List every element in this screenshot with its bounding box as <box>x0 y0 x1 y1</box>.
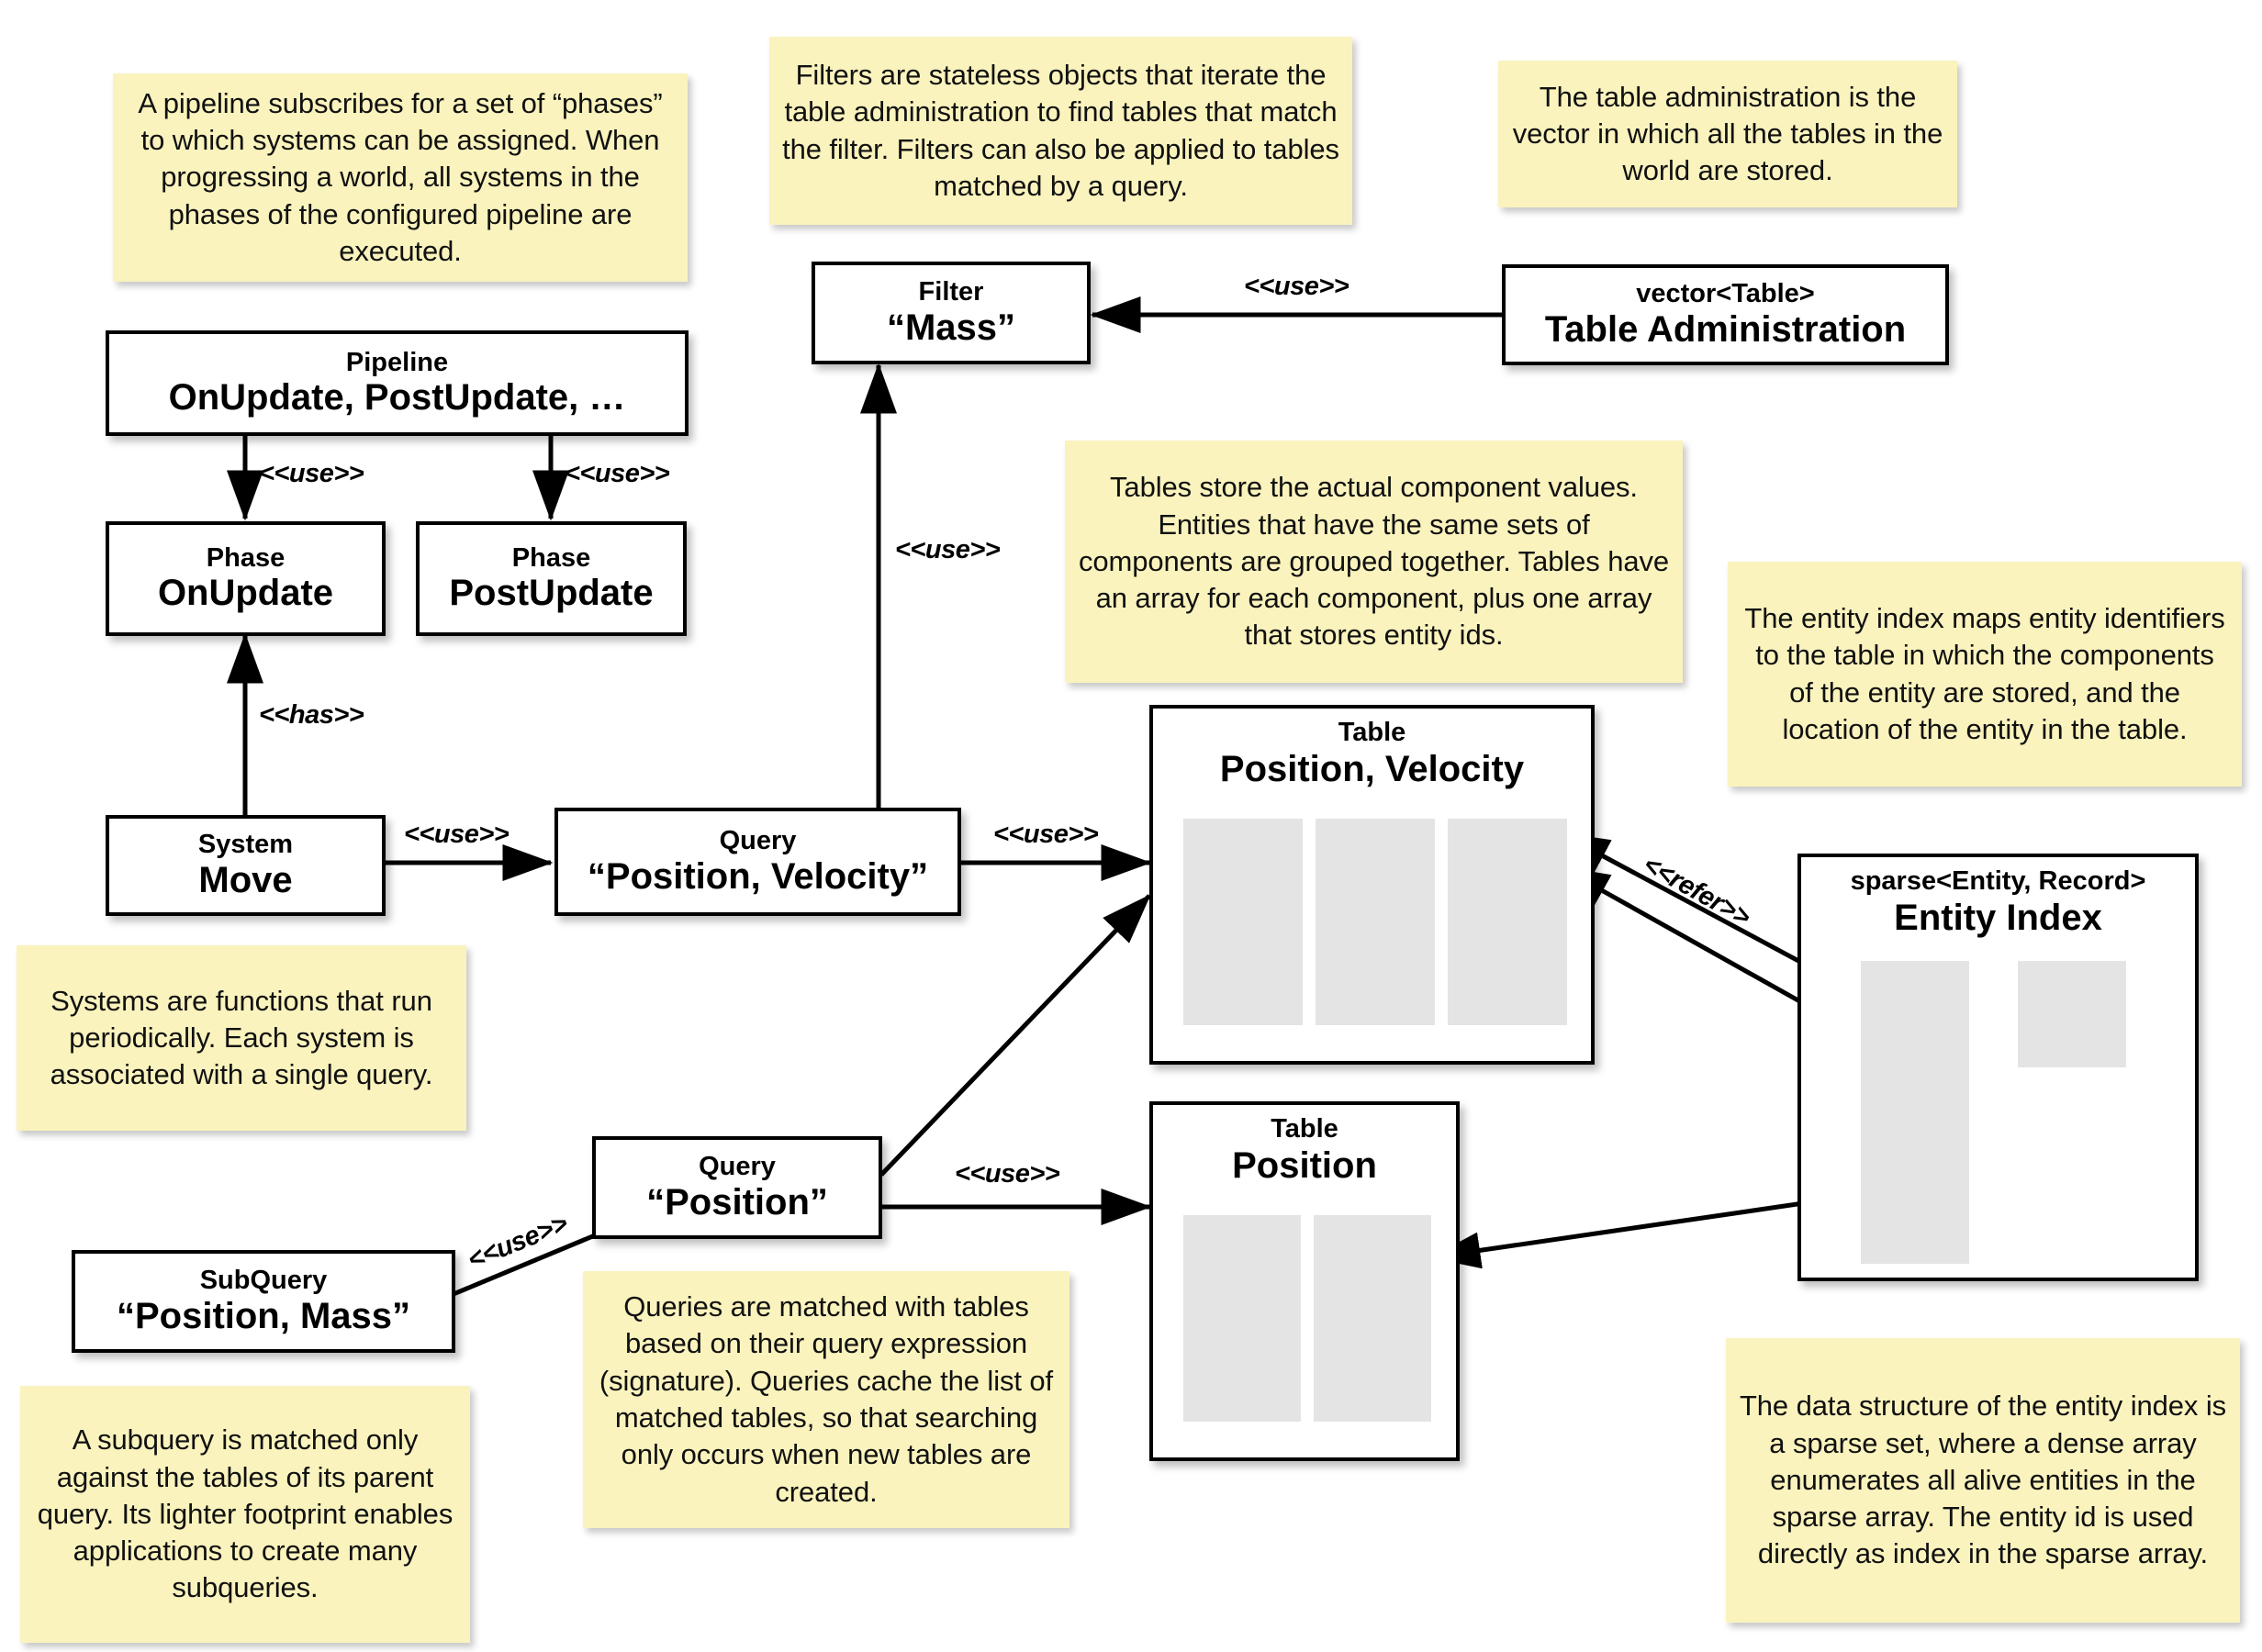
box-filter-mass-title: “Mass” <box>886 307 1016 348</box>
note-subquery: A subquery is matched only against the t… <box>20 1386 470 1643</box>
box-table-administration-stereotype: vector<Table> <box>1636 279 1815 309</box>
table-pv-title: Position, Velocity <box>1219 749 1525 790</box>
box-table-administration-title: Table Administration <box>1544 308 1907 350</box>
table-p-header: Table Position <box>1153 1105 1456 1187</box>
entity-index-sparse-array <box>1861 961 1969 1264</box>
box-pipeline-stereotype: Pipeline <box>345 347 449 377</box>
box-query-position[interactable]: Query “Position” <box>592 1136 882 1239</box>
box-query-position-velocity[interactable]: Query “Position, Velocity” <box>554 808 961 916</box>
table-p-stereotype: Table <box>1271 1114 1338 1144</box>
note-filter: Filters are stateless objects that itera… <box>769 37 1352 225</box>
table-pv-columns <box>1183 819 1567 1025</box>
table-p-column <box>1314 1215 1431 1422</box>
box-phase-onupdate[interactable]: Phase OnUpdate <box>106 521 386 636</box>
edge-label-query-uses-table: <<use>> <box>993 820 1099 849</box>
table-p-columns <box>1183 1215 1433 1422</box>
table-pv-column <box>1316 819 1435 1025</box>
edge-label-query-uses-filter: <<use>> <box>895 535 1001 564</box>
box-phase-postupdate[interactable]: Phase PostUpdate <box>416 521 687 636</box>
edge-label-entityindex-refers-table: <<refer>> <box>1638 850 1755 932</box>
note-tables: Tables store the actual component values… <box>1065 441 1683 683</box>
box-filter-mass-stereotype: Filter <box>918 277 984 307</box>
note-sparse-set: The data structure of the entity index i… <box>1726 1338 2240 1623</box>
box-table-position[interactable]: Table Position <box>1149 1101 1460 1461</box>
entity-index-stereotype: sparse<Entity, Record> <box>1850 866 2146 896</box>
entity-index-title: Entity Index <box>1894 898 2102 939</box>
box-query-position-title: “Position” <box>646 1181 828 1222</box>
table-p-column <box>1183 1215 1301 1422</box>
edge-label-subquery-uses-query: <<use>> <box>464 1209 572 1276</box>
box-phase-postupdate-stereotype: Phase <box>511 542 591 573</box>
box-query-pv-stereotype: Query <box>719 826 797 856</box>
box-table-administration[interactable]: vector<Table> Table Administration <box>1502 264 1949 365</box>
edge-label-system-has-phase: <<has>> <box>259 700 364 730</box>
box-system-move-stereotype: System <box>197 830 294 860</box>
box-pipeline[interactable]: Pipeline OnUpdate, PostUpdate, … <box>106 330 689 436</box>
note-systems: Systems are functions that run periodica… <box>17 945 466 1131</box>
table-p-title: Position <box>1232 1145 1377 1187</box>
box-system-move-title: Move <box>198 859 293 900</box>
box-pipeline-title: OnUpdate, PostUpdate, … <box>168 377 626 419</box>
edge-label-pipeline-postupdate: <<use>> <box>565 459 670 488</box>
table-pv-stereotype: Table <box>1338 718 1406 747</box>
box-table-position-velocity[interactable]: Table Position, Velocity <box>1149 705 1595 1065</box>
note-table-administration: The table administration is the vector i… <box>1498 61 1957 207</box>
box-subquery-title: “Position, Mass” <box>116 1295 411 1336</box>
note-pipeline: A pipeline subscribes for a set of “phas… <box>113 73 688 282</box>
connector-queryposition-to-table-pv <box>879 894 1151 1177</box>
note-entity-index: The entity index maps entity identifiers… <box>1728 562 2242 787</box>
table-pv-column <box>1448 819 1567 1025</box>
box-system-move[interactable]: System Move <box>106 815 386 916</box>
box-filter-mass[interactable]: Filter “Mass” <box>812 262 1091 364</box>
box-query-position-stereotype: Query <box>699 1152 776 1182</box>
box-phase-postupdate-title: PostUpdate <box>449 573 654 614</box>
box-entity-index[interactable]: sparse<Entity, Record> Entity Index <box>1797 854 2199 1281</box>
box-phase-onupdate-stereotype: Phase <box>206 542 286 573</box>
edge-label-pipeline-onupdate: <<use>> <box>259 459 364 488</box>
entity-index-dense-array <box>2018 961 2126 1067</box>
box-query-pv-title: “Position, Velocity” <box>587 855 929 897</box>
edge-label-system-uses-query: <<use>> <box>404 820 510 849</box>
note-queries: Queries are matched with tables based on… <box>583 1271 1069 1528</box>
box-phase-onupdate-title: OnUpdate <box>157 573 334 614</box>
edge-label-queryposition-uses-table: <<use>> <box>955 1159 1060 1189</box>
table-pv-header: Table Position, Velocity <box>1153 709 1591 790</box>
box-subquery-position-mass[interactable]: SubQuery “Position, Mass” <box>72 1250 455 1353</box>
table-pv-column <box>1183 819 1303 1025</box>
box-subquery-stereotype: SubQuery <box>199 1266 328 1296</box>
edge-label-tableadmin-uses-filter: <<use>> <box>1244 272 1349 301</box>
entity-index-header: sparse<Entity, Record> Entity Index <box>1801 857 2195 939</box>
